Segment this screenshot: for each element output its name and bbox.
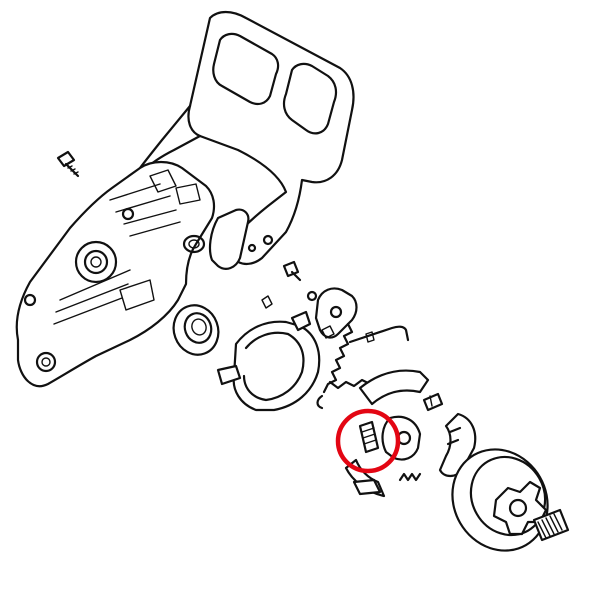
crankcase [15,160,216,388]
brake-lever [261,287,375,343]
clutch-spring [358,420,380,454]
brake-screw [282,260,302,282]
collar-screw [56,150,80,178]
tension-spring [316,322,372,410]
wire-spring [348,325,410,344]
clutch-pin [422,392,444,412]
clutch-shoe-upper [358,369,430,406]
needle-cage [532,508,570,542]
oil-seal [172,304,220,356]
brake-band [216,310,321,412]
clutch-carrier [344,415,422,498]
highlight-circle [335,408,401,474]
hand-guard [138,10,355,270]
clutch-drum [451,448,549,552]
small-spring [398,472,422,482]
